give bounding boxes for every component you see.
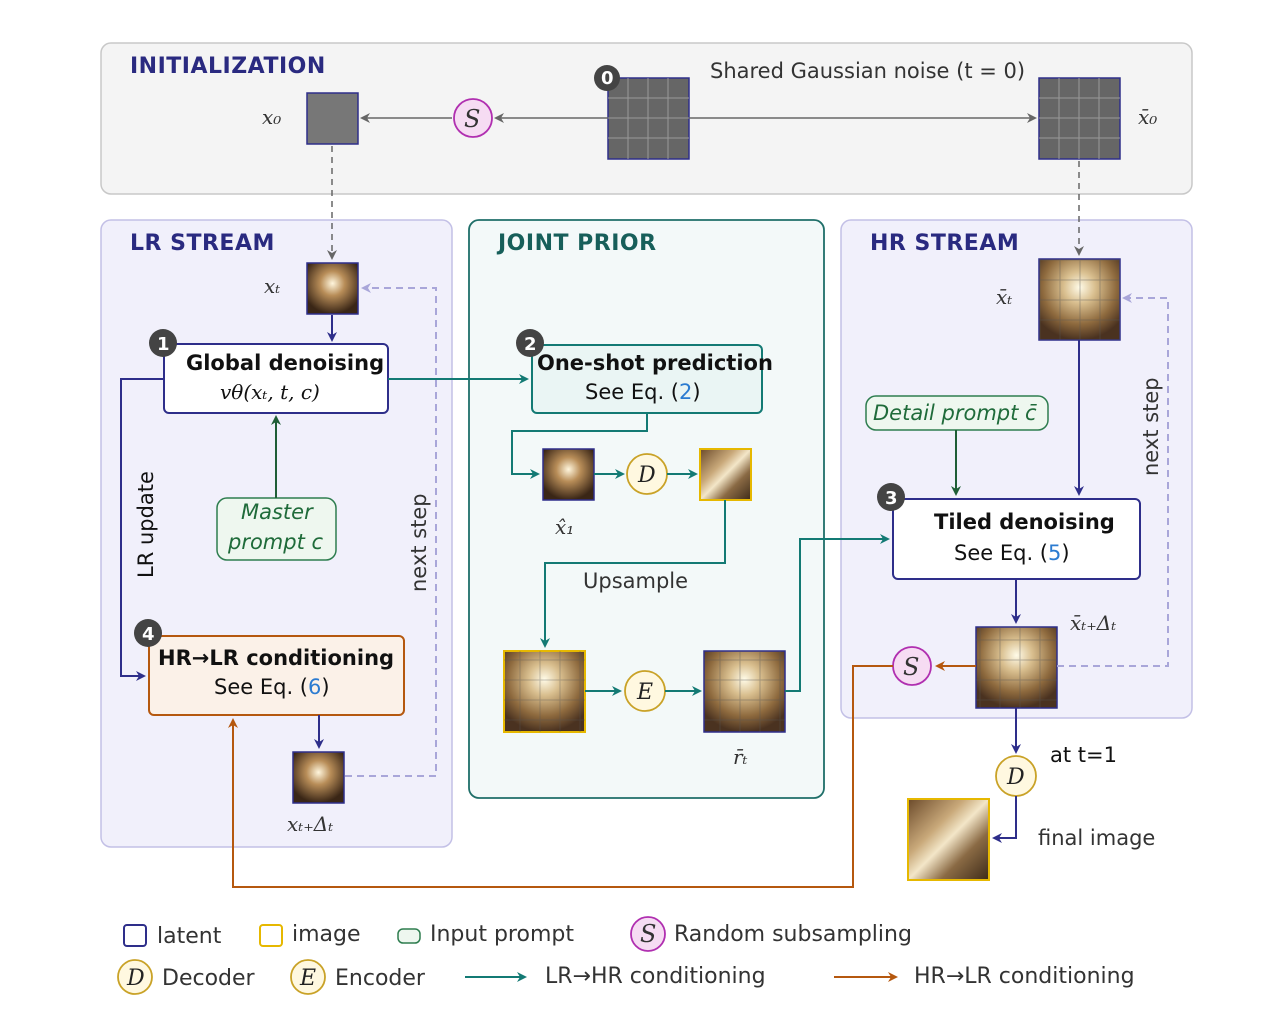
xbartdt-label: x̄ₜ₊Δₜ	[1070, 611, 1116, 635]
badge-0	[594, 65, 620, 91]
subsample-circle-init	[453, 98, 493, 138]
xt-label: xₜ	[264, 274, 280, 298]
legend-image-swatch	[259, 924, 283, 947]
legend-hr-lr-label: HR→LR conditioning	[914, 964, 1135, 989]
legend-encoder-circle	[290, 959, 326, 995]
next-step-hr-label: next step	[1139, 377, 1163, 476]
arrow-lr-update	[120, 378, 164, 681]
legend-subsample-circle	[630, 916, 666, 952]
hr-stream-title: HR STREAM	[870, 231, 1019, 256]
legend-prompt-swatch	[397, 928, 421, 944]
rbar-latent-grid	[704, 651, 785, 732]
legend-latent-label: latent	[157, 924, 222, 949]
upsample-label: Upsample	[583, 569, 688, 593]
global-denoising-title: Global denoising	[186, 351, 384, 375]
dashed-next-step-lr	[345, 283, 437, 777]
noise-grid-right	[1038, 77, 1121, 160]
badge-3	[877, 483, 905, 511]
legend-decoder-circle	[117, 959, 153, 995]
xbart-latent-grid	[1039, 259, 1120, 340]
at-t1-label: at t=1	[1050, 743, 1117, 767]
badge-4-num: 4	[142, 624, 155, 645]
legend-subsample-S: S	[640, 920, 656, 948]
global-denoising-sub: vθ(xₜ, t, c)	[220, 380, 320, 404]
badge-0-num: 0	[601, 68, 614, 89]
arrow-upsample	[540, 500, 726, 648]
final-image	[907, 798, 990, 881]
dashed-next-step-hr	[1057, 293, 1169, 667]
final-image-label: final image	[1038, 826, 1155, 850]
eq5-link[interactable]: 5	[1048, 541, 1061, 565]
legend-latent-swatch	[123, 924, 147, 947]
badge-1	[149, 329, 177, 357]
legend-decoder-label: Decoder	[162, 966, 256, 991]
legend-lr-hr-label: LR→HR conditioning	[545, 964, 766, 989]
xbart-label: x̄ₜ	[996, 285, 1012, 309]
eq2-link[interactable]: 2	[679, 380, 692, 404]
arrow-D-to-final	[992, 796, 1017, 843]
xhat1-label: x̂₁	[555, 515, 574, 539]
detail-prompt-text: Detail prompt c̄	[873, 401, 1037, 425]
subsample-S-hr: S	[903, 653, 919, 681]
xbartdt-latent-grid	[976, 627, 1057, 708]
joint-prior-title: JOINT PRIOR	[496, 231, 657, 256]
xtdt-latent-image	[292, 751, 345, 804]
hr-lr-conditioning-box	[148, 635, 405, 716]
decoder-D-final: D	[1006, 765, 1025, 790]
tiled-denoising-title: Tiled denoising	[934, 510, 1115, 534]
legend-prompt-label: Input prompt	[430, 922, 574, 947]
lr-update-label: LR update	[134, 471, 158, 578]
legend-decoder-D: D	[126, 966, 145, 991]
x0-label: x₀	[262, 105, 281, 129]
arrow-oneshot-to-xhat	[511, 413, 648, 479]
tiled-denoising-sub: See Eq. (5)	[954, 541, 1070, 565]
badge-4	[134, 619, 162, 647]
decoded-image-small	[699, 448, 752, 501]
initialization-title: INITIALIZATION	[130, 54, 326, 79]
xtdt-label: xₜ₊Δₜ	[287, 812, 333, 836]
eq6-link[interactable]: 6	[308, 675, 321, 699]
badge-2-num: 2	[524, 334, 537, 355]
lr-stream-title: LR STREAM	[130, 231, 275, 256]
upsampled-image-grid	[504, 651, 585, 732]
next-step-lr-label: next step	[407, 493, 431, 592]
hr-lr-conditioning-title: HR→LR conditioning	[158, 646, 394, 670]
xt-latent-image	[306, 262, 359, 315]
arrow-rbar-to-tiled	[785, 534, 890, 692]
master-prompt-line1: Master	[241, 500, 314, 524]
legend-encoder-E: E	[299, 966, 316, 991]
badge-2	[516, 329, 544, 357]
noise-label: Shared Gaussian noise (t = 0)	[710, 59, 1025, 83]
master-prompt-line2: prompt c	[227, 530, 324, 554]
badge-1-num: 1	[157, 334, 170, 355]
legend-image-label: image	[292, 922, 361, 947]
xhat1-latent-image	[542, 448, 595, 501]
badge-3-num: 3	[885, 488, 898, 509]
xbar0-label: x̄₀	[1138, 105, 1157, 129]
legend-subsample-label: Random subsampling	[674, 922, 912, 947]
noise-grid-center	[607, 77, 690, 160]
oneshot-title: One-shot prediction	[537, 351, 773, 375]
hr-lr-conditioning-sub: See Eq. (6)	[214, 675, 330, 699]
decoder-D-joint: D	[637, 463, 656, 488]
arrow-hr-lr-conditioning	[228, 665, 893, 888]
encoder-E: E	[636, 680, 653, 705]
oneshot-sub: See Eq. (2)	[585, 380, 701, 404]
legend-encoder-label: Encoder	[335, 966, 426, 991]
rbar-label: r̄ₜ	[733, 745, 748, 769]
subsample-S-init: S	[464, 105, 480, 133]
x0-latent	[306, 92, 359, 145]
